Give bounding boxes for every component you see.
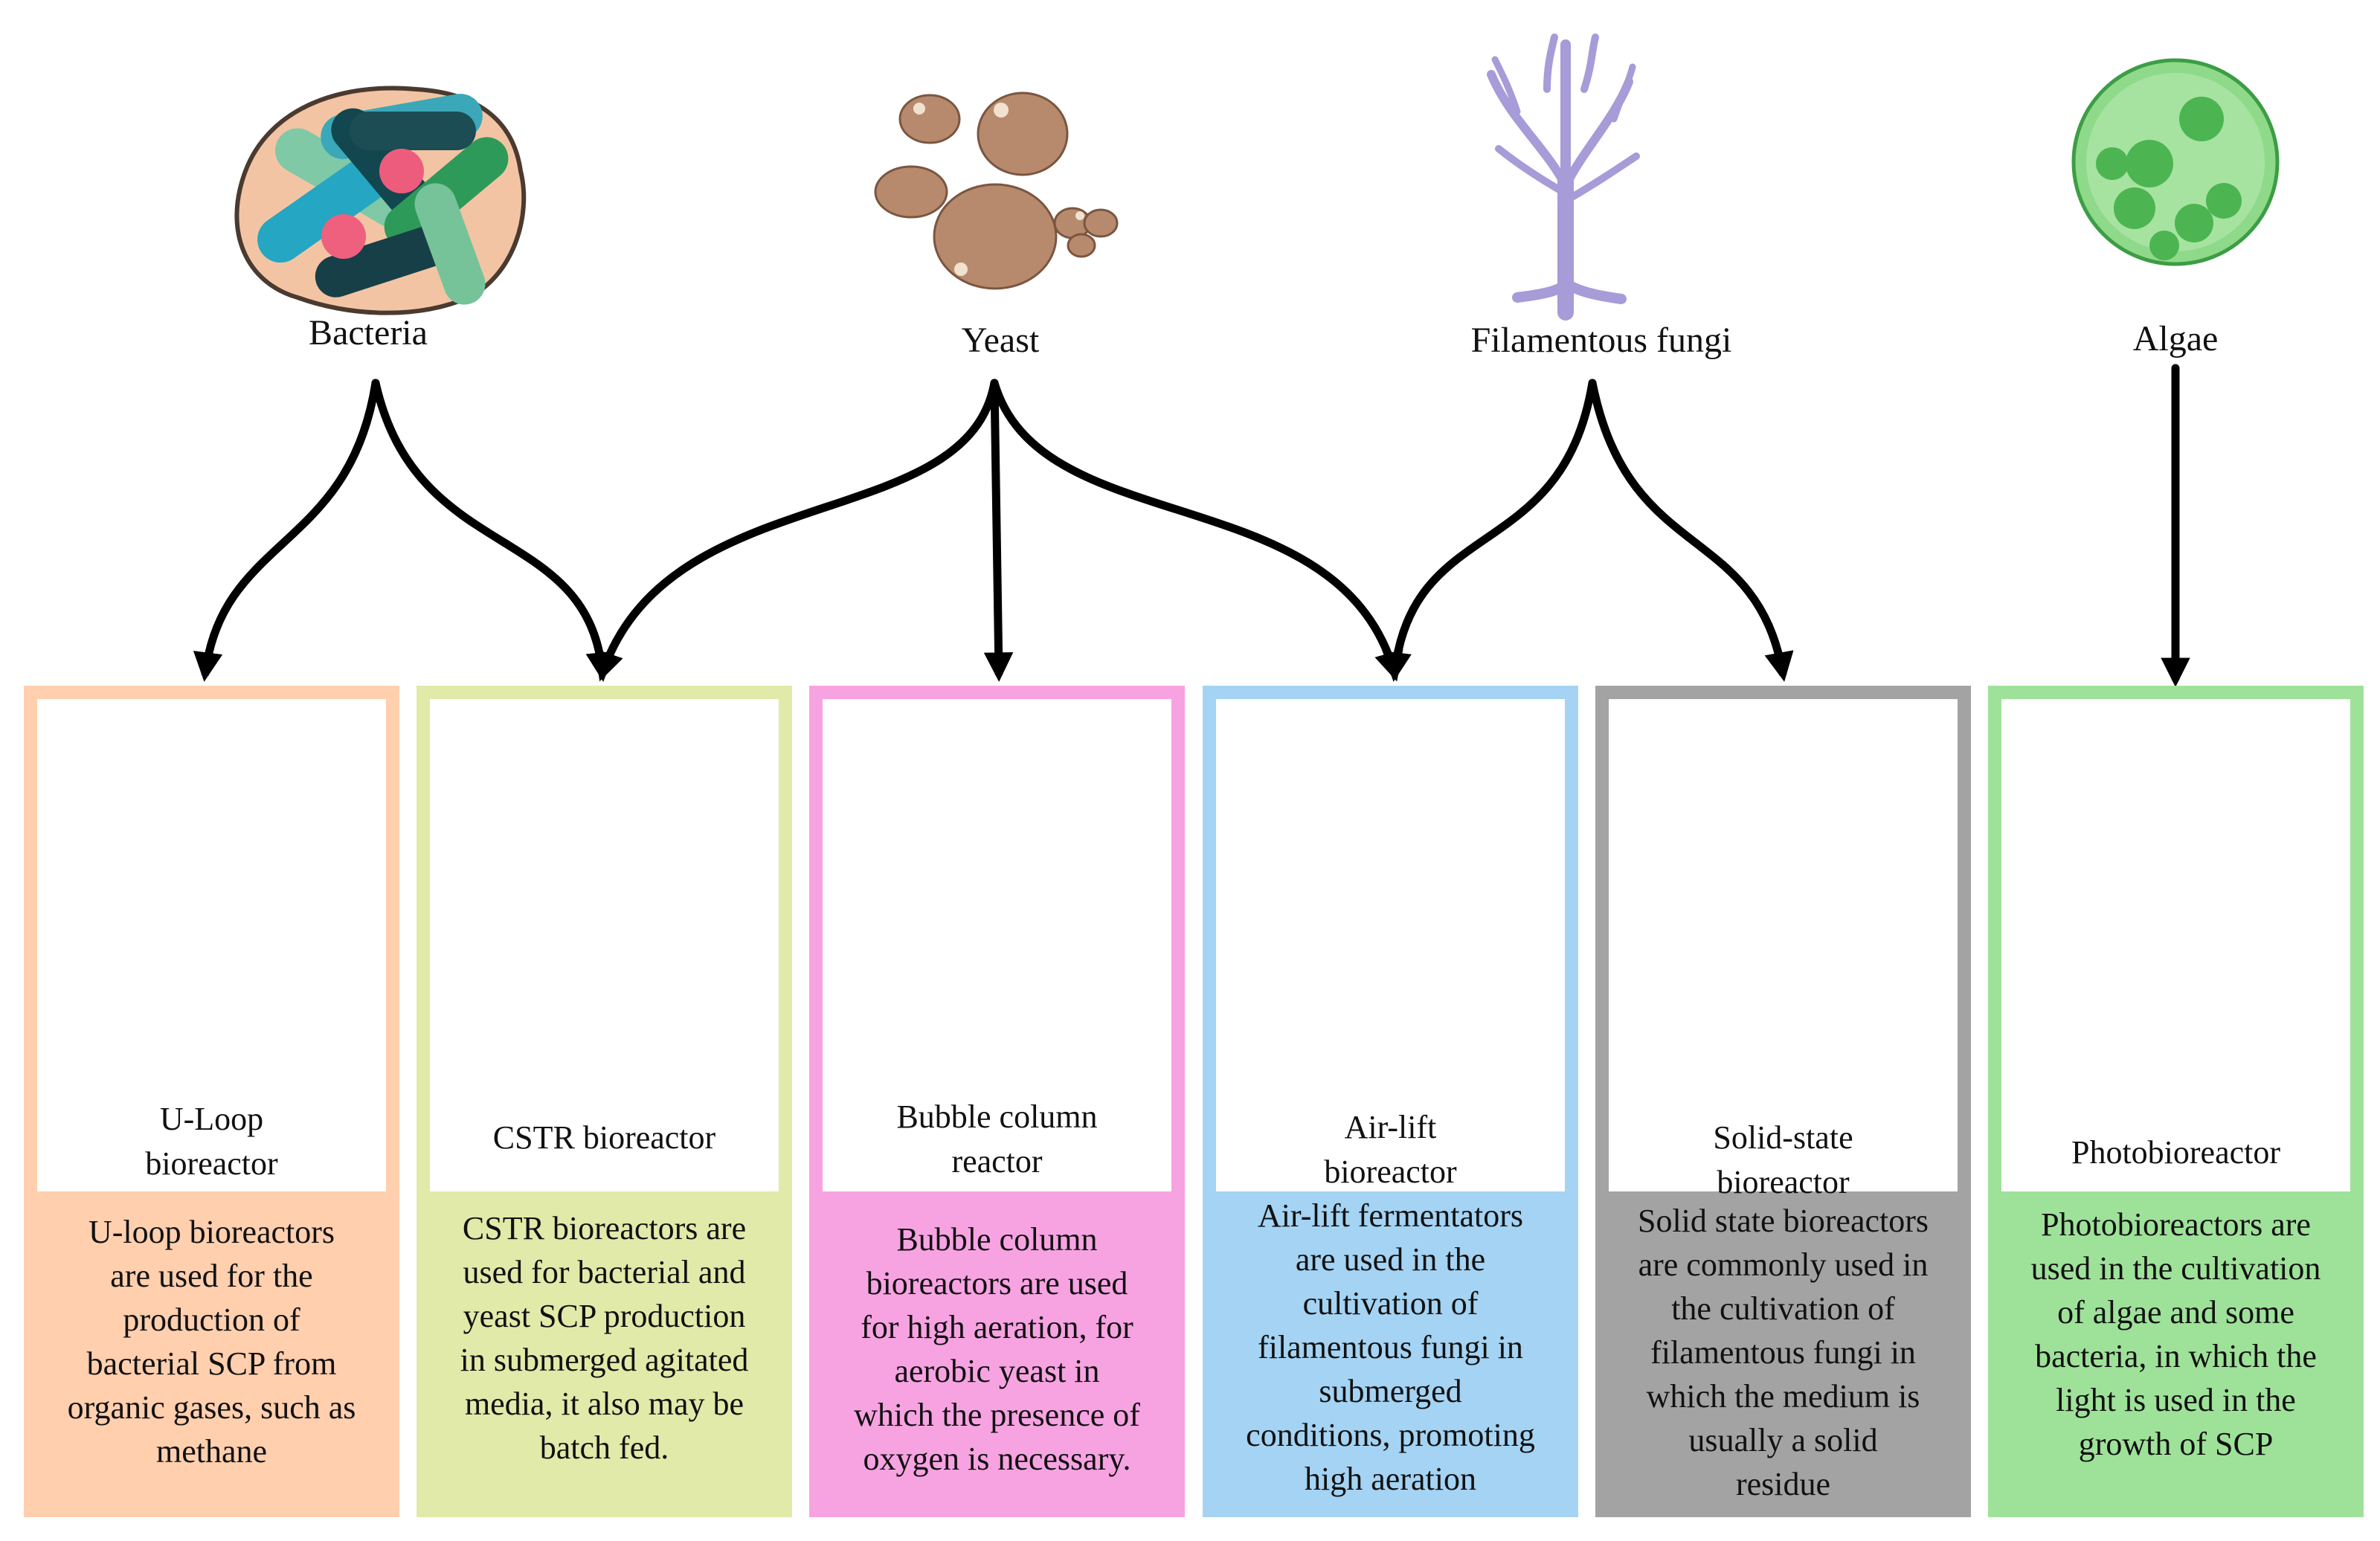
reactor-title: Photobioreactor <box>2071 1134 2281 1171</box>
reactor-card-cstr: CSTR bioreactor CSTR bioreactors are use… <box>416 686 792 1517</box>
reactor-description: CSTR bioreactors are used for bacterial … <box>460 1210 749 1466</box>
reactor-description: Bubble column bioreactors are used for h… <box>854 1221 1140 1477</box>
link-yeast-airlift <box>990 379 1403 682</box>
yeast-icon <box>874 91 1119 290</box>
link-fungi-airlift <box>1382 379 1597 682</box>
reactor-image-area: Bubble column reactor <box>823 699 1171 1191</box>
filamentous-fungi-label: Filamentous fungi <box>1470 321 1732 360</box>
reactor-image-area: Air-lift bioreactor <box>1216 699 1565 1191</box>
link-yeast-cstr <box>595 379 999 682</box>
reactor-description: Photobioreactors are used in the cultiva… <box>2030 1206 2321 1462</box>
reactor-image-area: Photobioreactor <box>2001 699 2350 1191</box>
yeast-label: Yeast <box>961 321 1040 360</box>
bacteria-label: Bacteria <box>309 313 428 353</box>
filamentous-fungi-icon <box>1487 33 1640 321</box>
link-fungi-solid <box>1588 379 1794 682</box>
reactor-image-area: CSTR bioreactor <box>430 699 779 1191</box>
reactor-card-solid-state: Solid-state bioreactor Solid state biore… <box>1595 686 1971 1517</box>
reactor-card-uloop: U-Loop bioreactor U-loop bioreactors are… <box>24 686 399 1517</box>
reactor-description: Air-lift fermentators are used in the cu… <box>1246 1197 1535 1497</box>
link-bacteria-cstr <box>371 379 615 682</box>
reactor-description: Solid state bioreactors are commonly use… <box>1637 1203 1929 1502</box>
bacteria-icon <box>234 86 527 315</box>
reactor-title: Solid-state bioreactor <box>1713 1119 1853 1200</box>
reactor-card-air-lift: Air-lift bioreactor Air-lift fermentator… <box>1203 686 1578 1517</box>
reactor-title: Bubble column reactor <box>896 1098 1098 1180</box>
reactor-image-area: Solid-state bioreactor <box>1609 699 1958 1200</box>
reactor-card-photobioreactor: Photobioreactor Photobioreactors are use… <box>1988 686 2364 1517</box>
algae-label: Algae <box>2132 319 2219 358</box>
reactor-image-area: U-Loop bioreactor <box>37 699 386 1191</box>
reactor-description: U-loop bioreactors are used for the prod… <box>67 1214 356 1470</box>
reactor-title: Air-lift bioreactor <box>1324 1109 1457 1190</box>
algae-icon <box>2071 58 2280 266</box>
reactor-title: CSTR bioreactor <box>492 1119 716 1156</box>
reactor-card-bubble-column: Bubble column reactor Bubble column bior… <box>809 686 1185 1517</box>
link-yeast-bubble <box>983 379 1014 682</box>
connectors <box>193 364 2190 687</box>
link-bacteria-uloop <box>193 379 380 682</box>
reactor-title: U-Loop bioreactor <box>145 1101 278 1182</box>
